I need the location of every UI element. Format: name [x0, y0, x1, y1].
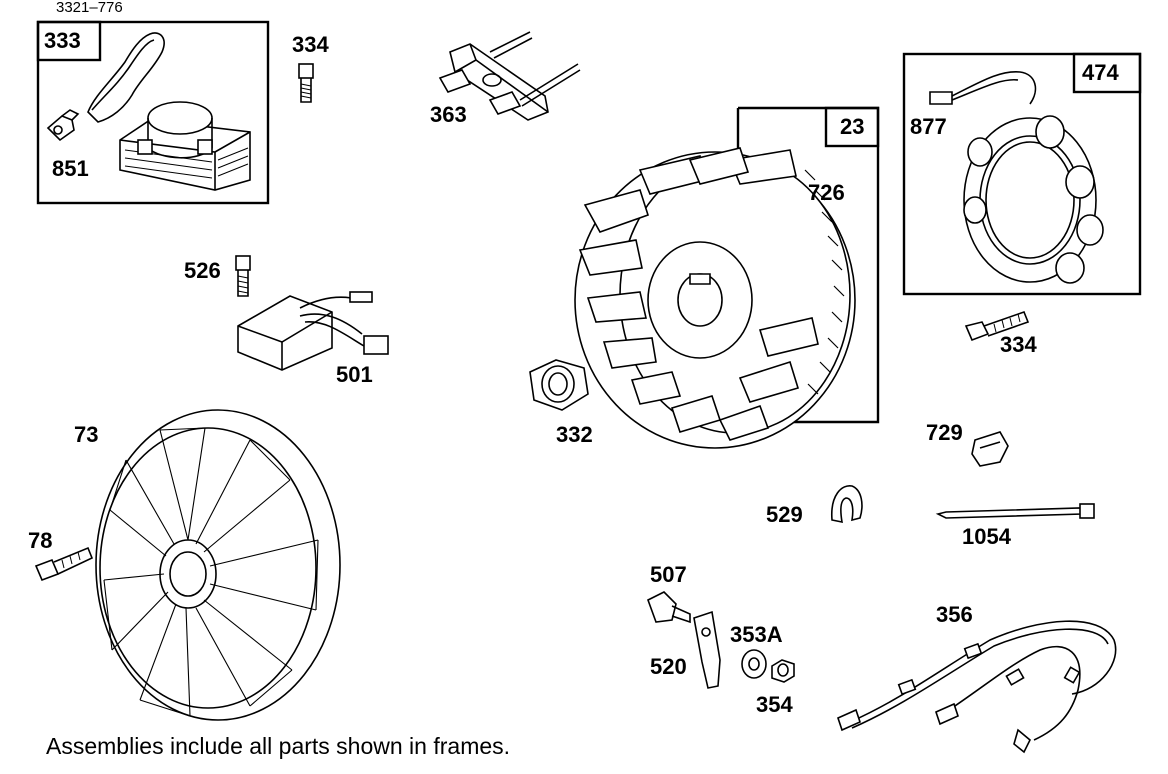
part-label-334-top: 334	[292, 32, 329, 57]
part-label-1054: 1054	[962, 524, 1011, 549]
assemblies-footnote: Assemblies include all parts shown in fr…	[46, 733, 511, 759]
part-label-520: 520	[650, 654, 687, 679]
part-label-78: 78	[28, 528, 53, 553]
puller-363-part	[438, 31, 581, 121]
frame-label-23: 23	[840, 114, 865, 139]
nut-354-part	[771, 659, 795, 683]
washer-353a-part	[741, 649, 767, 679]
flywheel-part	[574, 147, 856, 449]
frame-474-box	[902, 52, 1142, 296]
bolt-334-top-part	[298, 63, 314, 103]
part-label-332: 332	[556, 422, 593, 447]
bolt-526-part	[235, 255, 251, 297]
diagram-code: 3321–776	[56, 0, 123, 16]
frame-label-474: 474	[1082, 60, 1119, 85]
part-label-851: 851	[52, 156, 89, 181]
spark-plug-terminal-part	[46, 109, 80, 142]
part-label-501: 501	[336, 362, 373, 387]
blower-housing-73-part	[95, 409, 341, 721]
part-label-729: 729	[926, 420, 963, 445]
cable-tie-1054-part	[935, 503, 1095, 519]
nut-332-part	[529, 359, 589, 411]
ignition-coil-part	[87, 32, 251, 191]
bolt-334-right-part	[964, 310, 1030, 342]
part-label-877: 877	[910, 114, 947, 139]
part-label-507: 507	[650, 562, 687, 587]
frame-333-box	[36, 20, 270, 205]
part-label-363: 363	[430, 102, 467, 127]
part-label-353a: 353A	[730, 622, 783, 647]
bolt-78-part	[34, 546, 94, 582]
part-label-526: 526	[184, 258, 221, 283]
frame-label-333: 333	[44, 28, 81, 53]
alternator-part	[929, 71, 1104, 284]
rectifier-501-part	[237, 291, 389, 371]
part-label-529: 529	[766, 502, 803, 527]
part-label-73: 73	[74, 422, 99, 447]
bracket-520-part	[693, 610, 721, 689]
wire-harness-356-part	[837, 620, 1117, 754]
clip-729-part	[971, 431, 1009, 467]
part-label-354: 354	[756, 692, 793, 717]
part-label-334-right: 334	[1000, 332, 1037, 357]
part-label-726: 726	[808, 180, 845, 205]
part-label-356: 356	[936, 602, 973, 627]
switch-507-part	[647, 591, 691, 624]
grommet-529-part	[831, 485, 863, 524]
